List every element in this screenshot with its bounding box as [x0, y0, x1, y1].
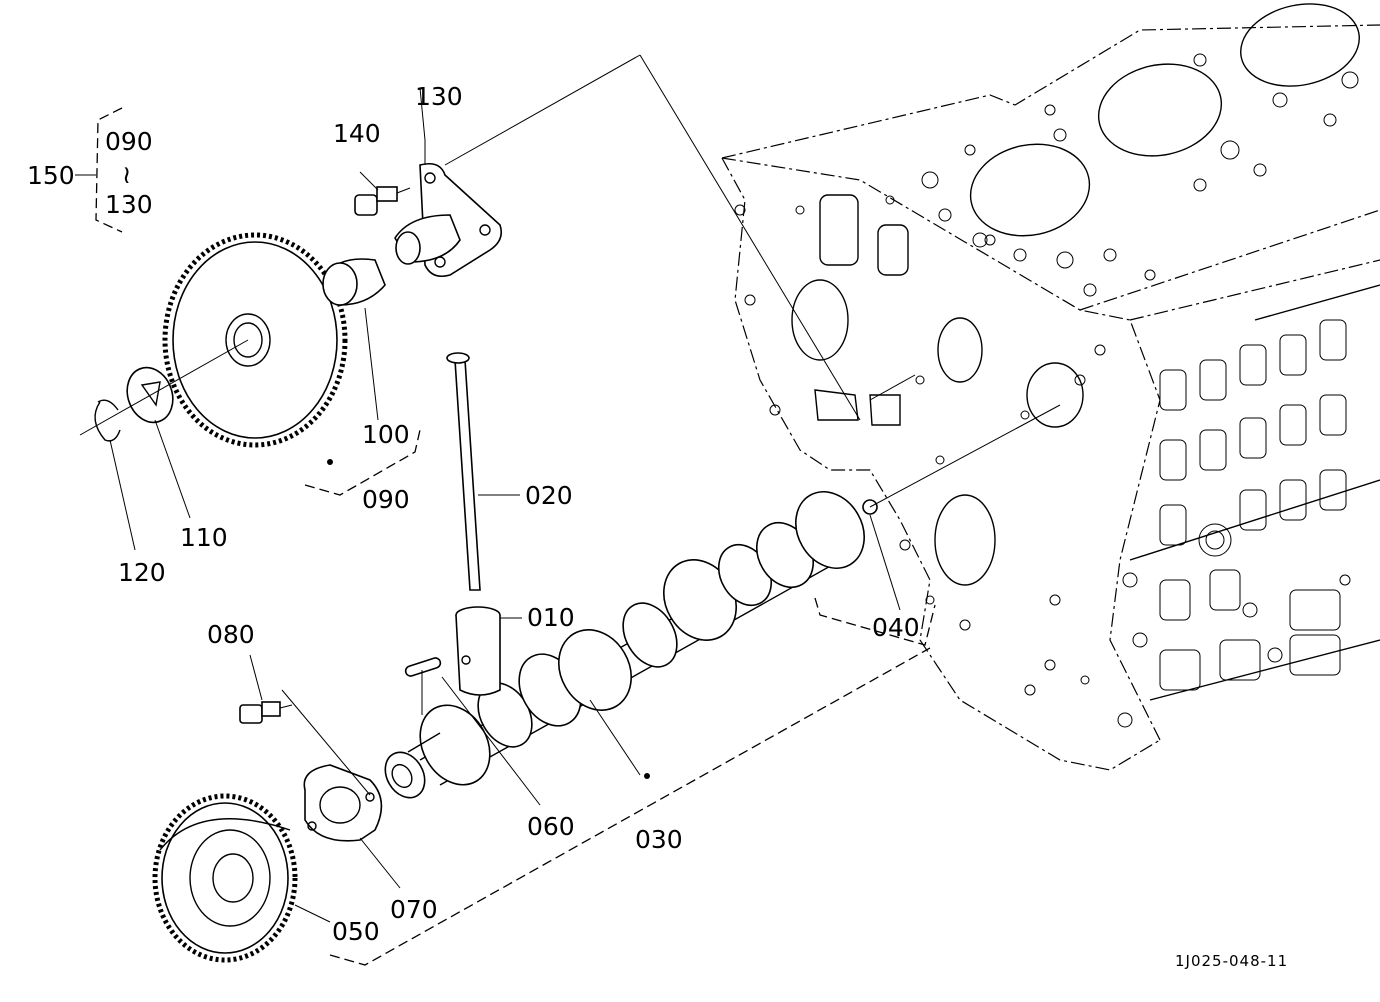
- leader-lines: [79, 54, 936, 966]
- label-010: 010: [527, 603, 575, 632]
- label-150-range-from: 090: [105, 127, 153, 156]
- feather-key: [404, 657, 442, 677]
- circlip: [94, 399, 121, 442]
- label-110: 110: [180, 523, 228, 552]
- label-140: 140: [333, 119, 381, 148]
- camshaft-stopper: [303, 764, 383, 842]
- label-080: 080: [207, 620, 255, 649]
- idle-gear: [162, 232, 348, 465]
- label-070: 070: [390, 895, 438, 924]
- label-030: 030: [635, 825, 683, 854]
- label-050: 050: [332, 917, 380, 946]
- stopper-bolt: [239, 701, 293, 724]
- assembly-150-bracket: [75, 107, 123, 233]
- label-040: 040: [872, 613, 920, 642]
- engine-block: [721, 3, 1380, 771]
- label-090: 090: [362, 485, 410, 514]
- shaft-bolt: [354, 186, 411, 216]
- push-rod: [446, 352, 481, 591]
- label-020: 020: [525, 481, 573, 510]
- label-120: 120: [118, 558, 166, 587]
- idle-gear-bushing: [322, 258, 386, 306]
- camshaft-marker-dot: [644, 773, 650, 779]
- idle-gear-shaft: [394, 162, 503, 278]
- label-150: 150: [27, 161, 75, 190]
- label-060: 060: [527, 812, 575, 841]
- label-150-range-to: 130: [105, 190, 153, 219]
- camshaft: [384, 491, 865, 799]
- label-150-range-sep: ≀: [122, 160, 131, 189]
- tappet: [455, 606, 501, 696]
- reference-code: 1J025-048-11: [1175, 952, 1288, 970]
- part-labels: 130 140 100 090 110 120 020 010 040 080 …: [27, 82, 920, 946]
- label-100: 100: [362, 420, 410, 449]
- cam-gear: [152, 793, 298, 963]
- label-130: 130: [415, 82, 463, 111]
